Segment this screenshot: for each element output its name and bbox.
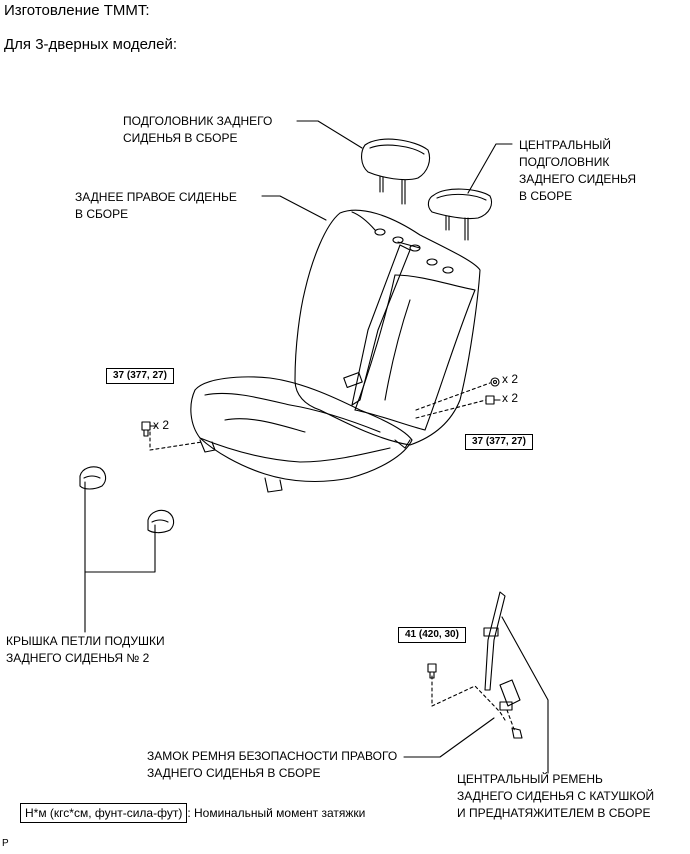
fastener-lines	[149, 382, 516, 733]
label-hinge-cover: КРЫШКА ПЕТЛИ ПОДУШКИ ЗАДНЕГО СИДЕНЬЯ № 2	[6, 634, 165, 665]
torque-spec-left: 37 (377, 27)	[106, 368, 174, 384]
quantity-right-bottom: x 2	[502, 391, 519, 405]
bolt-right-icon	[485, 377, 501, 405]
quantity-right-top: x 2	[502, 372, 519, 386]
bolt-left-icon	[141, 421, 157, 437]
torque-spec-belt: 41 (420, 30)	[398, 627, 466, 643]
corner-mark: P	[2, 838, 9, 849]
quantity-left: x 2	[153, 418, 170, 432]
seat-cushion-icon	[190, 376, 413, 493]
buckle-icon	[511, 727, 523, 739]
label-headrest-center: ЦЕНТРАЛЬНЫЙ ПОДГОЛОВНИК ЗАДНЕГО СИДЕНЬЯ …	[519, 138, 637, 203]
torque-legend: Н*м (кгс*см, фунт-сила-фут): Номинальный…	[20, 803, 365, 823]
legend-text: : Номинальный момент затяжки	[187, 806, 366, 820]
hinge-cover-icon	[79, 466, 175, 534]
legend-unit-box: Н*м (кгс*см, фунт-сила-фут)	[20, 803, 188, 823]
leader-lines	[84, 120, 549, 774]
label-center-belt: ЦЕНТРАЛЬНЫЙ РЕМЕНЬ ЗАДНЕГО СИДЕНЬЯ С КАТ…	[457, 772, 655, 820]
center-belt-icon	[483, 591, 521, 711]
bolt-belt-icon	[427, 663, 437, 679]
label-seat-right: ЗАДНЕЕ ПРАВОЕ СИДЕНЬЕ В СБОРЕ	[75, 190, 237, 221]
headrest-rear-icon	[361, 138, 431, 205]
header-line-2: Для 3-дверных моделей:	[4, 36, 178, 53]
headrest-center-icon	[427, 188, 493, 241]
label-headrest-rear: ПОДГОЛОВНИК ЗАДНЕГО СИДЕНЬЯ В СБОРЕ	[123, 114, 273, 145]
torque-spec-right: 37 (377, 27)	[465, 434, 533, 450]
seat-back-icon	[294, 209, 481, 446]
label-buckle-right: ЗАМОК РЕМНЯ БЕЗОПАСНОСТИ ПРАВОГО ЗАДНЕГО…	[147, 749, 398, 780]
header-line-1: Изготовление TMMT:	[4, 2, 150, 19]
